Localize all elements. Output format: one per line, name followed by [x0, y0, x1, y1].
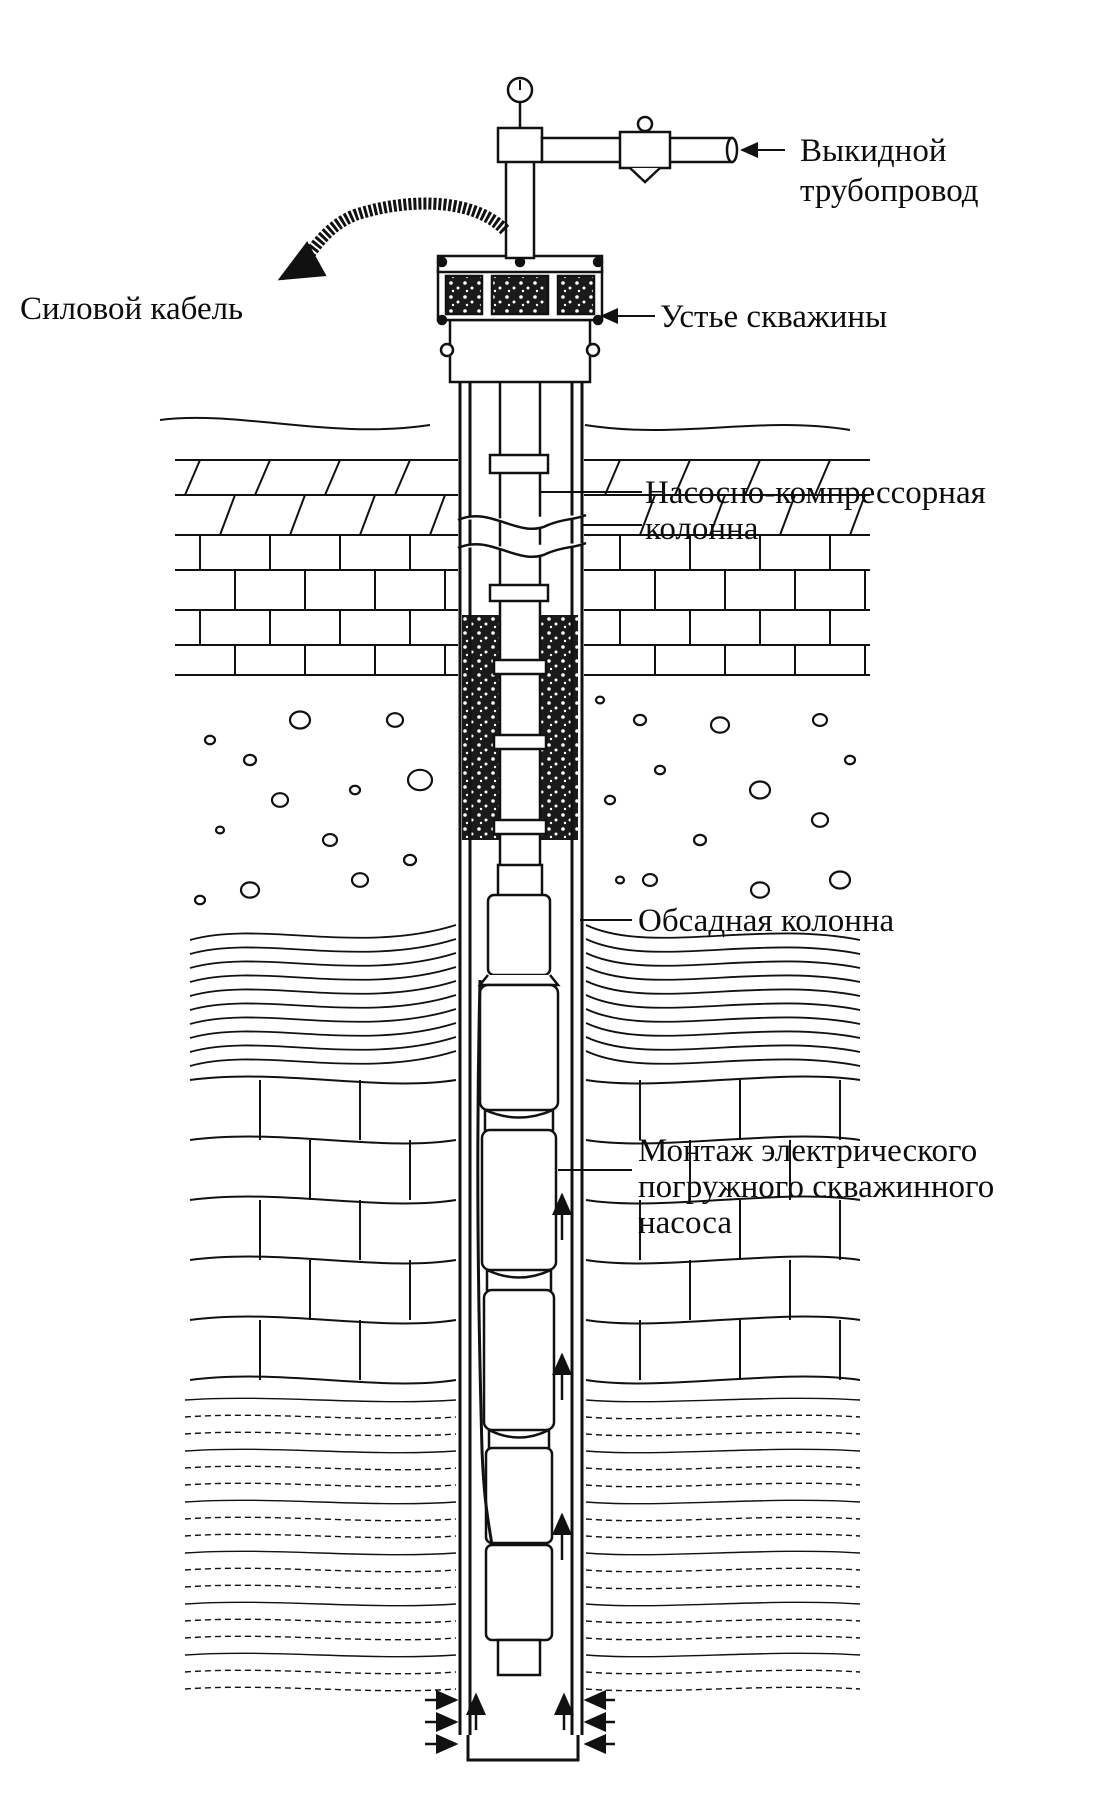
- esp-assembly: [477, 863, 561, 1677]
- label-power-cable: Силовой кабель: [20, 291, 244, 327]
- reservoir-strata: [184, 1397, 861, 1692]
- perforation-inflow-arrows: [425, 1690, 615, 1754]
- label-esp-line3: насоса: [638, 1205, 732, 1241]
- wavy-strata: [189, 924, 861, 1067]
- ground-surface-line: [159, 416, 851, 431]
- label-tubing-line1: Насосно-компрессорная: [645, 475, 986, 511]
- downhole-cable: [476, 979, 494, 1546]
- pebble-strata: [193, 695, 857, 906]
- label-flowline-line2: трубопровод: [800, 173, 979, 209]
- label-flowline-line1: Выкидной: [800, 133, 947, 169]
- break-symbol: [457, 513, 587, 559]
- casing-string: [458, 380, 584, 1762]
- label-esp-line1: Монтаж электрического: [638, 1133, 978, 1169]
- leader-lines: [540, 142, 785, 1171]
- label-wellhead: Устье скважины: [660, 299, 888, 335]
- gravel-pack-left: [462, 615, 500, 840]
- riser-and-gauge: [496, 76, 544, 260]
- power-cable-arrow: [277, 241, 327, 281]
- label-casing: Обсадная колонна: [638, 903, 895, 939]
- brick-strata-upper: [175, 459, 870, 676]
- flowline-pipe: [540, 115, 739, 184]
- wellhead: [436, 254, 604, 384]
- label-tubing-line2: колонна: [645, 511, 759, 547]
- flow-arrows: [466, 1192, 574, 1730]
- block-strata-lower: [189, 1075, 861, 1385]
- label-esp-line2: погружного скважинного: [638, 1169, 995, 1205]
- tubing-string: [488, 378, 550, 882]
